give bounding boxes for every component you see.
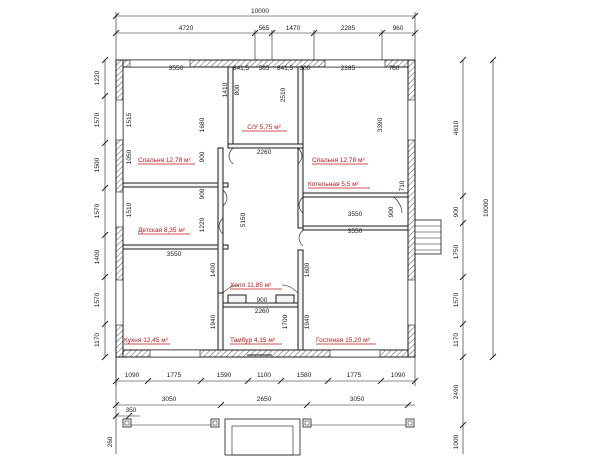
room-label-kids: Детская 8,35 м² (138, 227, 186, 234)
dim-bed1-v: 1515 (126, 112, 133, 127)
dim-child-v: 1510 (126, 202, 133, 217)
room-label-bathroom: С/У 5,75 м² (247, 124, 281, 131)
dim-hall-w2: 3550 (348, 228, 363, 235)
door-swings (218, 147, 403, 356)
dim-top-4: 960 (393, 25, 404, 32)
room-label-kitchen: Кухня 12,45 м² (124, 337, 169, 344)
dim-left-1: 1570 (94, 112, 101, 127)
porch (115, 357, 415, 456)
dim-inner-top-2: 565 (259, 65, 270, 72)
dim-left-5: 1570 (94, 292, 101, 307)
dim-right-6: 2490 (453, 384, 460, 399)
dim-bed1-h: 1680 (199, 117, 206, 132)
dim-bottom-3: 1100 (257, 372, 271, 379)
dim-vest-w: 900 (257, 297, 268, 304)
dim-porch-4: 260 (107, 436, 114, 447)
dim-bed2-v: 3390 (377, 117, 384, 132)
dim-bottom-1: 1775 (167, 372, 182, 379)
inner-dimensions: 1410 800 2510 2260 1680 900 1515 1050 33… (126, 82, 406, 329)
dim-inner-top-4: 300 (300, 65, 311, 72)
dim-child-h: 1220 (199, 217, 206, 232)
dim-bath-h2: 2510 (280, 87, 287, 102)
dim-left-0: 1220 (94, 70, 101, 85)
dim-vest-v1: 1940 (210, 314, 217, 329)
dim-top-1: 565 (259, 25, 270, 32)
dim-inner-top-6: 760 (389, 65, 400, 72)
dim-left-6: 1170 (94, 333, 101, 347)
room-label-bedroom-left: Спальня 12,78 м² (138, 157, 191, 164)
dim-vest-v3: 1940 (304, 314, 311, 329)
dim-child-door: 900 (199, 188, 206, 199)
dim-porch-1: 3050 (162, 396, 177, 403)
dim-right-1: 10000 (483, 199, 490, 217)
dim-bottom-0: 1090 (125, 372, 140, 379)
dim-top-0: 4720 (179, 25, 194, 32)
dim-boiler-door: 900 (388, 206, 395, 217)
dim-left-4: 1400 (94, 249, 101, 264)
dim-right-5: 1170 (453, 333, 460, 347)
dim-hall-w1: 3550 (167, 251, 182, 258)
room-label-hall: Холл 11,85 м² (230, 282, 272, 289)
interior-walls (122, 66, 409, 351)
dim-left-2: 1500 (94, 157, 101, 172)
dim-porch-3: 3050 (350, 396, 365, 403)
dim-hall-v3: 1600 (304, 262, 311, 277)
dim-right-4: 1570 (453, 292, 460, 307)
outer-walls (115, 59, 416, 358)
dim-hall-v: 5150 (240, 212, 247, 227)
dim-porch-2: 2650 (257, 396, 272, 403)
dim-overall-top: 10000 (251, 8, 269, 15)
room-label-bedroom-right: Спальня 12,78 м² (312, 157, 365, 164)
dim-bottom-5: 1775 (347, 372, 362, 379)
dim-bed1-v2: 1050 (126, 149, 133, 164)
dim-top-2: 1470 (286, 25, 301, 32)
dim-left-3: 1570 (94, 203, 101, 218)
exterior-stairs (414, 219, 442, 255)
room-label-living: Гостиная 15,20 м² (316, 337, 371, 344)
dim-right-3: 1750 (453, 244, 460, 259)
dim-right-0: 4610 (453, 120, 460, 135)
dim-hall-v2: 1400 (210, 262, 217, 277)
dim-inner-top-0: 3550 (169, 65, 184, 72)
top-dimensions: 10000 4720 565 1470 2285 960 (112, 8, 419, 60)
room-labels: С/У 5,75 м² Спальня 12,78 м² Спальня 12,… (124, 124, 376, 345)
dim-right-2: 900 (453, 206, 460, 217)
dim-boiler-w: 3550 (348, 211, 363, 218)
dim-vest-v2: 1700 (282, 314, 289, 329)
dim-bottom-6: 1090 (391, 372, 406, 379)
left-dimensions: 1220 1570 1500 1570 1400 1570 1170 (94, 56, 109, 361)
dim-inner-top-3: 841,5 (277, 65, 294, 72)
dim-vest-w2: 2260 (255, 308, 270, 315)
right-dimensions: 4610 10000 900 1750 1570 1170 2490 1000 (453, 56, 497, 454)
bottom-dimensions: 1090 1775 1590 1100 1580 1775 1090 (112, 357, 419, 386)
dim-corr-w: 2260 (257, 149, 272, 156)
dim-inner-top-1: 841,5 (233, 65, 250, 72)
dim-bath-w: 800 (234, 84, 241, 95)
inner-top-dimensions: 3550 841,5 565 841,5 300 2285 760 (169, 65, 400, 72)
dim-inner-top-5: 2285 (341, 65, 356, 72)
dim-top-3: 2285 (341, 25, 356, 32)
dim-bed1-door: 900 (199, 151, 206, 162)
room-label-vestibule: Тамбур 4,15 м² (230, 336, 276, 344)
dim-bath-h: 1410 (222, 82, 229, 97)
porch-dimensions: 3050 2650 3050 350 260 (107, 396, 415, 447)
dim-bottom-2: 1590 (217, 372, 232, 379)
dim-porch-0: 350 (126, 407, 137, 414)
room-label-boiler: Котельная 5,5 м² (308, 181, 360, 188)
dim-right-7: 1000 (453, 434, 460, 449)
dim-boiler-v: 710 (399, 180, 406, 191)
dim-bottom-4: 1580 (297, 372, 312, 379)
